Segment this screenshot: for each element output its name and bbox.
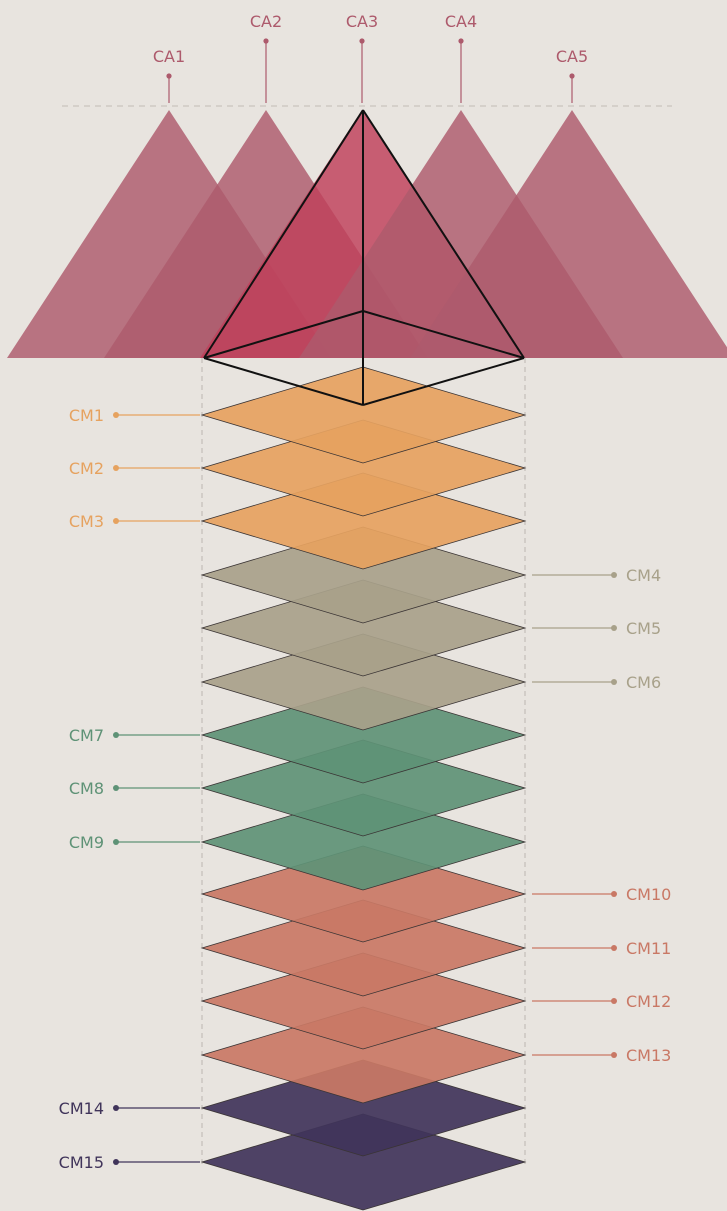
pyramid-edge-6: [362, 357, 525, 406]
cm-label-15: CM15: [59, 1153, 104, 1172]
ca-pin-dot-1: [166, 73, 172, 79]
cm-dot-6: [611, 679, 617, 685]
cm-dot-3: [113, 518, 119, 524]
cm-layer-3: [200, 472, 527, 570]
cm-dot-4: [611, 572, 617, 578]
cm-layer-5: [200, 579, 527, 677]
ca-pin-dot-5: [569, 73, 575, 79]
cm-layer-10: [200, 845, 527, 943]
cm-layer-13: [200, 1006, 527, 1104]
cm-label-9: CM9: [69, 833, 104, 852]
pyramid-outline: [203, 109, 525, 406]
cm-layer-11: [200, 899, 527, 997]
ca-label-5: CA5: [556, 47, 588, 66]
ca-triangle-5: [410, 110, 727, 358]
cm-layer-15: [200, 1113, 527, 1211]
cm-dot-12: [611, 998, 617, 1004]
cm-layer-4: [200, 526, 527, 624]
cm-label-10: CM10: [626, 885, 671, 904]
cm-labels: CM1CM2CM3CM4CM5CM6CM7CM8CM9CM10CM11CM12C…: [59, 406, 672, 1172]
cm-layer-7: [200, 686, 527, 784]
cm-label-4: CM4: [626, 566, 661, 585]
ca-label-2: CA2: [250, 12, 282, 31]
pyramid-edge-8: [203, 310, 364, 359]
cm-label-8: CM8: [69, 779, 104, 798]
cm-dot-8: [113, 785, 119, 791]
cm-label-6: CM6: [626, 673, 661, 692]
cm-dot-5: [611, 625, 617, 631]
ca-label-3: CA3: [346, 12, 378, 31]
cm-label-12: CM12: [626, 992, 671, 1011]
cm-layer-12: [200, 952, 527, 1050]
cm-label-7: CM7: [69, 726, 104, 745]
pyramid-edge-2: [362, 109, 525, 359]
cm-dot-11: [611, 945, 617, 951]
cm-label-11: CM11: [626, 939, 671, 958]
pyramid-edge-7: [362, 310, 525, 359]
ca-label-4: CA4: [445, 12, 477, 31]
cm-label-13: CM13: [626, 1046, 671, 1065]
ca-label-1: CA1: [153, 47, 185, 66]
cm-dot-13: [611, 1052, 617, 1058]
cm-layer-2: [200, 419, 527, 517]
cm-layer-9: [200, 793, 527, 891]
cm-dot-15: [113, 1159, 119, 1165]
ca-pin-dot-4: [458, 38, 464, 44]
cm-dot-7: [113, 732, 119, 738]
cm-dot-14: [113, 1105, 119, 1111]
pyramid-edge-1: [203, 109, 364, 359]
cm-layer-8: [200, 739, 527, 837]
cm-label-14: CM14: [59, 1099, 104, 1118]
cm-layer-1: [200, 366, 527, 464]
cm-dot-2: [113, 465, 119, 471]
cm-dot-9: [113, 839, 119, 845]
cm-label-5: CM5: [626, 619, 661, 638]
ca-triangles: [7, 110, 727, 358]
cm-layers: [200, 366, 527, 1211]
cm-dot-1: [113, 412, 119, 418]
cm-label-1: CM1: [69, 406, 104, 425]
ca-pin-dot-3: [359, 38, 365, 44]
pyramid-edge-5: [203, 357, 364, 406]
cm-label-2: CM2: [69, 459, 104, 478]
cm-label-3: CM3: [69, 512, 104, 531]
cm-layer-6: [200, 633, 527, 731]
cm-dot-10: [611, 891, 617, 897]
ca-pin-dot-2: [263, 38, 269, 44]
cm-layer-14: [200, 1059, 527, 1157]
